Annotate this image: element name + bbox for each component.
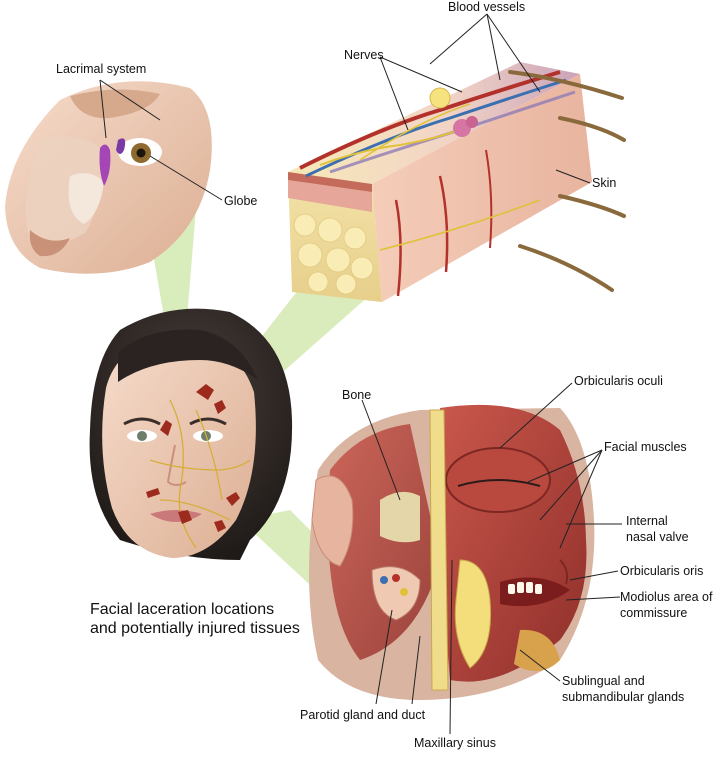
label-parotid: Parotid gland and duct [300, 708, 426, 722]
figure-caption: Facial laceration locations and potentia… [90, 600, 390, 638]
label-blood-vessels: Blood vessels [448, 0, 526, 14]
label-nerves: Nerves [344, 48, 384, 62]
label-skin: Skin [592, 176, 617, 190]
label-sublingual-1: Sublingual and [562, 674, 645, 688]
label-orbicularis-oris: Orbicularis oris [620, 564, 704, 578]
label-internal-nasal-valve-1: Internal [626, 514, 668, 528]
label-lacrimal-system: Lacrimal system [56, 62, 147, 76]
label-modiolus-2: commissure [620, 606, 688, 620]
skin-block-illustration [288, 62, 626, 302]
label-facial-muscles: Facial muscles [604, 440, 687, 454]
label-modiolus-1: Modiolus area of [620, 590, 713, 604]
dissected-head-illustration [309, 404, 595, 700]
label-sublingual-2: submandibular glands [562, 690, 685, 704]
caption-line-1: Facial laceration locations [90, 601, 275, 618]
label-internal-nasal-valve-2: nasal valve [626, 530, 689, 544]
leader-lines [99, 13, 622, 735]
label-globe: Globe [224, 194, 258, 208]
label-maxillary-sinus: Maxillary sinus [414, 736, 496, 750]
central-face-illustration [89, 308, 293, 560]
caption-line-2: and potentially injured tissues [90, 620, 300, 638]
lacrimal-face-illustration [5, 81, 212, 274]
label-bone: Bone [342, 388, 372, 402]
label-orbicularis-oculi: Orbicularis oculi [574, 374, 663, 388]
